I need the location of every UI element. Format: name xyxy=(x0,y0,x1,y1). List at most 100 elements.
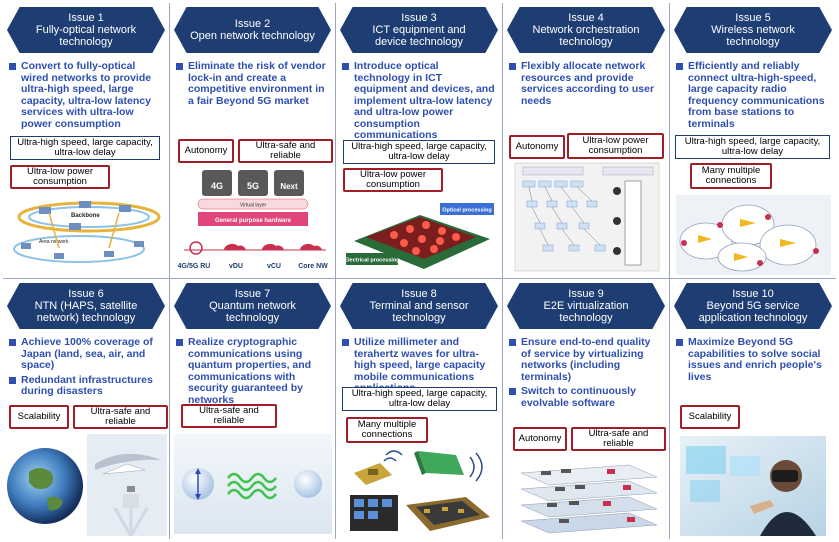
label-virtual-layer: Virtual layer xyxy=(240,203,267,209)
issue-9-bullet-2: Switch to continuously evolvable softwar… xyxy=(509,385,663,409)
terminal-sensor-illustration xyxy=(350,450,490,531)
label-optical-processing: Optical processing xyxy=(442,208,492,214)
issue-9-number: Issue 9 xyxy=(568,288,604,300)
issue-4-header: Issue 4 Network orchestration technology xyxy=(507,7,665,53)
issue-8-panel: Issue 8 Terminal and sensor technology U… xyxy=(336,279,503,539)
issue-1-panel: Issue 1 Fully-optical network technology… xyxy=(3,3,170,279)
issue-4-tag-autonomy: Autonomy xyxy=(509,135,565,159)
issue-2-bullet: Eliminate the risk of vendor lock-in and… xyxy=(176,60,329,107)
quantum-illustration xyxy=(174,434,332,534)
issue-3-tag-speed: Ultra-high speed, large capacity, ultra-… xyxy=(343,140,495,164)
issue-8-number: Issue 8 xyxy=(401,288,437,300)
label-core-nw: Core NW xyxy=(298,263,328,270)
issue-7-number: Issue 7 xyxy=(234,288,271,300)
issue-4-bullet: Flexibly allocate network resources and … xyxy=(509,60,663,107)
issue-1-bullet: Convert to fully-optical wired networks … xyxy=(9,60,163,130)
issue-6-tag-scalability: Scalability xyxy=(9,405,69,429)
issue-6-bullet-1: Achieve 100% coverage of Japan (land, se… xyxy=(9,336,163,372)
label-general-hardware: General purpose hardware xyxy=(215,218,292,224)
issue-3-number: Issue 3 xyxy=(401,12,437,24)
issue-9-bullets: Ensure end-to-end quality of service by … xyxy=(509,336,663,412)
open-network-illustration: 4G 5G Next Virtual layer General purpose… xyxy=(178,170,328,270)
e2e-virtualization-illustration xyxy=(520,464,658,534)
optical-network-illustration: Backbone Area network xyxy=(13,201,161,263)
issue-7-tag-safe: Ultra-safe and reliable xyxy=(181,404,277,428)
issue-3-header: Issue 3 ICT equipment and device technol… xyxy=(340,7,498,53)
issue-6-bullets: Achieve 100% coverage of Japan (land, se… xyxy=(9,336,163,401)
issue-2-header: Issue 2 Open network technology xyxy=(174,7,331,53)
issue-1-tag-speed: Ultra-high speed, large capacity, ultra-… xyxy=(10,136,160,160)
wireless-network-illustration xyxy=(676,195,831,275)
issue-10-header: Issue 10 Beyond 5G service application t… xyxy=(674,283,832,329)
issue-7-title: Quantum network technology xyxy=(209,300,296,324)
issue-8-bullet: Utilize millimeter and terahertz waves f… xyxy=(342,336,496,395)
issue-6-panel: Issue 6 NTN (HAPS, satellite network) te… xyxy=(3,279,170,539)
backbone-label: Backbone xyxy=(71,213,100,219)
issue-3-tag-power: Ultra-low power consumption xyxy=(343,168,443,192)
label-5g: 5G xyxy=(247,181,259,191)
label-ru: 4G/5G RU xyxy=(178,263,211,270)
issue-10-bullet: Maximize Beyond 5G capabilities to solve… xyxy=(676,336,830,383)
issue-6-title: NTN (HAPS, satellite network) technology xyxy=(34,300,138,324)
issue-4-bullets: Flexibly allocate network resources and … xyxy=(509,60,663,110)
issue-4-title: Network orchestration technology xyxy=(532,24,640,48)
issue-2-panel: Issue 2 Open network technology Eliminat… xyxy=(170,3,336,279)
issue-10-tag-scalability: Scalability xyxy=(680,405,740,429)
label-next: Next xyxy=(280,182,298,191)
issue-5-title: Wireless network technology xyxy=(711,24,795,48)
satellite-globe-illustration xyxy=(7,434,167,536)
issues-grid: Issue 1 Fully-optical network technology… xyxy=(3,3,836,539)
issue-8-tag-speed: Ultra-high speed, large capacity, ultra-… xyxy=(342,387,497,411)
issue-8-tag-connections: Many multiple connections xyxy=(346,417,428,443)
issue-5-bullet: Efficiently and reliably connect ultra-h… xyxy=(676,60,830,130)
issue-7-panel: Issue 7 Quantum network technology Reali… xyxy=(170,279,336,539)
issue-3-panel: Issue 3 ICT equipment and device technol… xyxy=(336,3,503,279)
issue-10-number: Issue 10 xyxy=(732,288,774,300)
issue-9-title: E2E virtualization technology xyxy=(543,300,629,324)
issue-7-bullet: Realize cryptographic communications usi… xyxy=(176,336,329,406)
issue-5-panel: Issue 5 Wireless network technology Effi… xyxy=(670,3,836,279)
issue-2-tag-autonomy: Autonomy xyxy=(178,139,234,163)
label-vcu: vCU xyxy=(267,263,281,270)
issue-9-bullet-1: Ensure end-to-end quality of service by … xyxy=(509,336,663,383)
issue-1-tag-power: Ultra-low power consumption xyxy=(10,165,110,189)
issue-8-header: Issue 8 Terminal and sensor technology xyxy=(340,283,498,329)
issue-1-header: Issue 1 Fully-optical network technology xyxy=(7,7,165,53)
label-4g: 4G xyxy=(211,181,223,191)
label-electrical-processing: Electrical processing xyxy=(344,258,399,264)
issue-9-panel: Issue 9 E2E virtualization technology En… xyxy=(503,279,670,539)
issue-2-tag-safe: Ultra-safe and reliable xyxy=(238,139,333,163)
issue-8-title: Terminal and sensor technology xyxy=(369,300,469,324)
issue-2-number: Issue 2 xyxy=(234,18,271,30)
issue-5-tag-speed: Ultra-high speed, large capacity, ultra-… xyxy=(675,135,830,159)
issue-1-number: Issue 1 xyxy=(68,12,104,24)
issue-1-title: Fully-optical network technology xyxy=(35,24,137,48)
issue-3-title: ICT equipment and device technology xyxy=(372,24,466,48)
issue-2-bullets: Eliminate the risk of vendor lock-in and… xyxy=(176,60,329,110)
issue-5-number: Issue 5 xyxy=(735,12,771,24)
issue-10-title: Beyond 5G service application technology xyxy=(698,300,808,324)
issue-4-tag-power: Ultra-low power consumption xyxy=(567,133,664,159)
issue-6-number: Issue 6 xyxy=(68,288,104,300)
issue-2-title: Open network technology xyxy=(190,30,315,42)
issue-1-bullets: Convert to fully-optical wired networks … xyxy=(9,60,163,133)
vr-user-photo xyxy=(680,436,826,536)
area-network-label: Area network xyxy=(39,239,69,245)
issue-7-header: Issue 7 Quantum network technology xyxy=(174,283,331,329)
issue-10-bullets: Maximize Beyond 5G capabilities to solve… xyxy=(676,336,830,386)
issue-9-tag-autonomy: Autonomy xyxy=(513,427,567,451)
issue-6-tag-safe: Ultra-safe and reliable xyxy=(73,405,168,429)
optical-chip-illustration: Optical processing Electrical processing xyxy=(344,203,494,269)
issue-9-header: Issue 9 E2E virtualization technology xyxy=(507,283,665,329)
label-vdu: vDU xyxy=(229,263,243,270)
issue-6-bullet-2: Redundant infrastructures during disaste… xyxy=(9,374,163,398)
issue-9-tag-safe: Ultra-safe and reliable xyxy=(571,427,666,451)
issue-5-bullets: Efficiently and reliably connect ultra-h… xyxy=(676,60,830,133)
issue-6-header: Issue 6 NTN (HAPS, satellite network) te… xyxy=(7,283,165,329)
issue-4-panel: Issue 4 Network orchestration technology… xyxy=(503,3,670,279)
issue-5-header: Issue 5 Wireless network technology xyxy=(674,7,832,53)
issue-10-panel: Issue 10 Beyond 5G service application t… xyxy=(670,279,836,539)
issue-4-number: Issue 4 xyxy=(568,12,604,24)
issue-5-tag-connections: Many multiple connections xyxy=(690,163,772,189)
issue-7-bullets: Realize cryptographic communications usi… xyxy=(176,336,329,409)
